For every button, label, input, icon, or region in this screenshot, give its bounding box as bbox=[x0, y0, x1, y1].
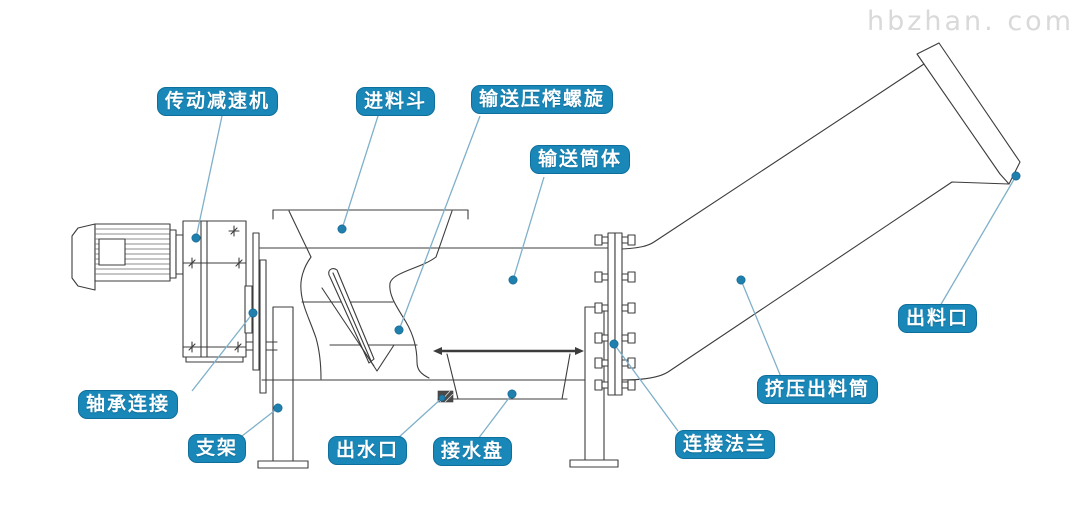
leader-lines bbox=[191, 115, 1017, 440]
label-discharge-outlet: 出料口 bbox=[898, 304, 978, 333]
label-drip-tray: 接水盘 bbox=[433, 437, 513, 466]
drip-tray-drawing bbox=[433, 347, 584, 403]
label-extrusion-barrel: 挤压出料筒 bbox=[757, 375, 879, 404]
leader-water-outlet bbox=[397, 397, 443, 439]
label-water-outlet: 出水口 bbox=[328, 436, 408, 465]
leader-feed-hopper bbox=[341, 115, 379, 230]
leader-extrusion-barrel bbox=[740, 279, 782, 378]
leader-dots bbox=[191, 171, 1021, 413]
extrusion-discharge-tube bbox=[621, 42, 1021, 381]
label-feed-hopper: 进料斗 bbox=[356, 87, 436, 116]
leader-press-screw bbox=[398, 115, 481, 331]
leader-drip-tray bbox=[477, 393, 513, 440]
leader-connecting-flange bbox=[613, 343, 679, 432]
label-conveyor-barrel: 输送筒体 bbox=[530, 145, 631, 174]
discharge-outlet-drawing bbox=[916, 42, 1021, 185]
leader-support-frame bbox=[241, 407, 279, 437]
connecting-flange-drawing bbox=[594, 232, 636, 396]
leader-discharge-outlet bbox=[939, 175, 1017, 307]
drive-motor bbox=[71, 223, 184, 291]
press-screw-drawing bbox=[321, 268, 395, 372]
label-bearing-connection: 轴承连接 bbox=[78, 390, 179, 419]
leader-bearing-connection bbox=[191, 312, 254, 392]
label-connecting-flange: 连接法兰 bbox=[675, 430, 776, 459]
label-press-screw: 输送压榨螺旋 bbox=[471, 85, 614, 114]
watermark-text: hbzhan. com bbox=[866, 6, 1074, 37]
feed-hopper-drawing bbox=[272, 209, 469, 380]
conveyor-cylinder bbox=[259, 247, 609, 381]
label-drive-reducer: 传动减速机 bbox=[157, 87, 279, 116]
bearing-coupling bbox=[244, 232, 267, 394]
leader-conveyor-barrel bbox=[512, 176, 545, 281]
support-leg-left bbox=[257, 306, 309, 469]
leader-drive-reducer bbox=[195, 115, 223, 239]
label-support-frame: 支架 bbox=[188, 434, 247, 463]
